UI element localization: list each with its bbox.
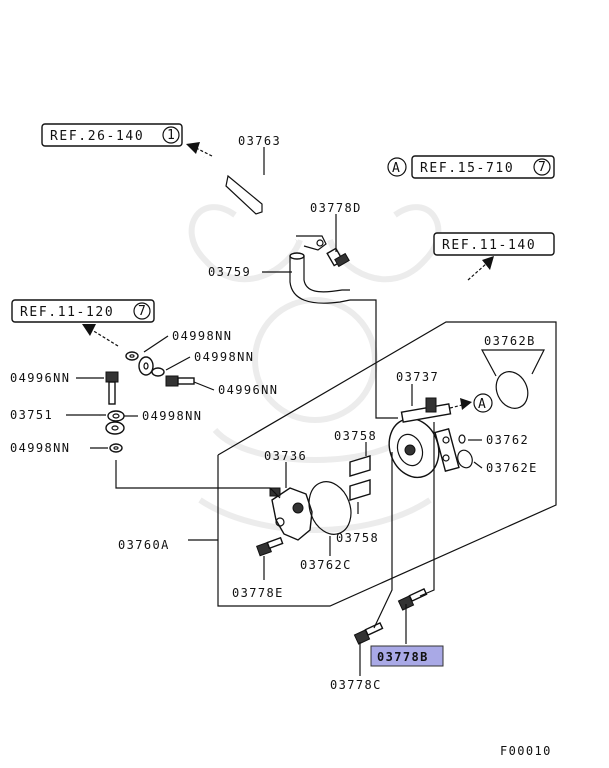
svg-text:7: 7 [138,304,147,319]
label-04998nn-4: 04998NN [10,441,70,455]
svg-text:7: 7 [538,160,547,175]
ref-11-120[interactable]: REF.11-120 7 [11,299,155,323]
figure-code: F00010 [500,744,552,758]
label-03778b: 03778B [377,650,429,664]
washer-04998nn-1 [125,351,139,361]
bolt-03778e [256,536,284,557]
ref-26-140[interactable]: REF.26-140 1 [41,123,183,147]
label-03758-1: 03758 [334,429,377,443]
ref-26-140-label: REF.26-140 [50,129,144,144]
marker-a-top: A [387,157,407,177]
ref-15-710-label: REF.15-710 [420,161,514,176]
marker-a-pump: A [473,393,493,413]
label-03762e: 03762E [486,461,538,475]
vacuum-pump-03737 [388,397,460,479]
label-03778c: 03778C [330,678,382,692]
label-03751: 03751 [10,408,53,422]
pump-housing-03736 [269,487,313,541]
label-04996nn-1: 04996NN [10,371,70,385]
bolt-03778c [353,621,384,645]
ref-arrow-11-120 [82,324,119,347]
label-03762: 03762 [486,433,529,447]
label-04996nn-2: 04996NN [218,383,278,397]
ref-arrow-26-140 [186,142,213,157]
vane-03758-1 [349,455,371,477]
label-03759: 03759 [208,265,251,279]
vacuum-pipe-03763 [203,155,327,251]
ref-11-140[interactable]: REF.11-140 [433,232,555,256]
label-03760a: 03760A [118,538,170,552]
washer-04998nn-2 [151,367,165,377]
watermark-emblem [188,204,442,533]
label-04998nn-3: 04998NN [142,409,202,423]
leader-lines [66,147,545,676]
label-03758-2: 03758 [336,531,379,545]
svg-text:1: 1 [167,128,176,143]
bolt-04996nn-1 [105,371,119,405]
label-03736: 03736 [264,449,307,463]
label-03737: 03737 [396,370,439,384]
highlight-03778b[interactable]: 03778B [370,645,444,667]
ref-11-140-label: REF.11-140 [442,238,536,253]
label-03762b: 03762B [484,334,536,348]
svg-text:A: A [392,161,401,176]
o-ring-03762c [308,481,352,535]
hose-03759 [289,252,351,304]
svg-text:A: A [478,397,487,412]
label-03778d: 03778D [310,201,362,215]
label-03763: 03763 [238,134,281,148]
o-ring-03762e [457,449,473,469]
ref-11-120-label: REF.11-120 [20,305,114,320]
bolt-03778b [397,587,428,611]
bolt-03778d [326,247,350,268]
pump-arrow-to-a [449,398,472,410]
label-04998nn-1: 04998NN [172,329,232,343]
o-ring-03762b [495,371,529,409]
washer-04998nn-4 [109,443,123,453]
label-03778e: 03778E [232,586,284,600]
o-ring-03762 [458,434,466,444]
label-04998nn-2: 04998NN [194,350,254,364]
assembly-box-03760a [217,321,557,607]
label-03762c: 03762C [300,558,352,572]
ref-15-710[interactable]: REF.15-710 7 [411,155,555,179]
vane-03758-2 [349,479,371,501]
washer-04998nn-3 [107,410,125,422]
bolt-04996nn-2 [165,375,195,387]
ref-arrow-11-140 [467,256,494,281]
